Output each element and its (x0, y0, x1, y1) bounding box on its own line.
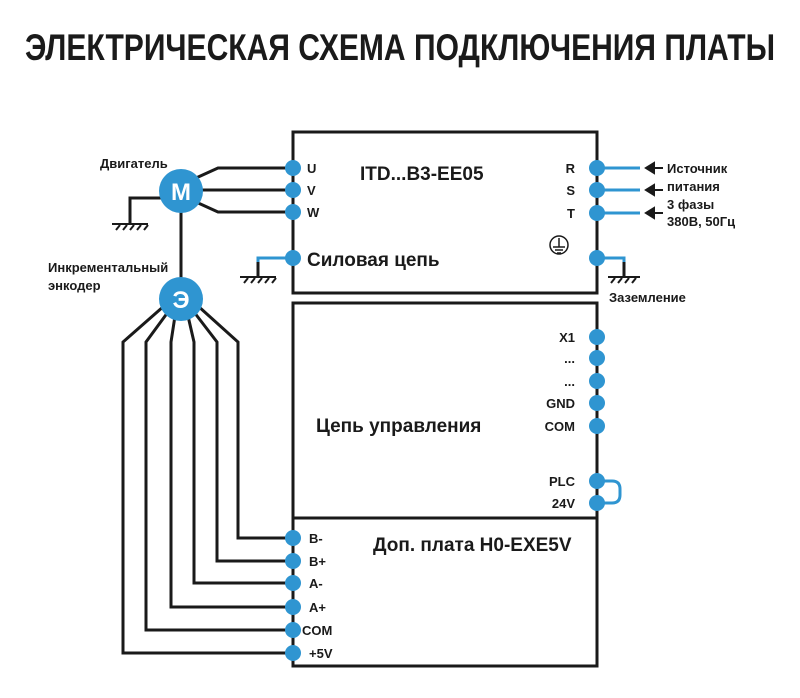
pin-control (589, 329, 605, 345)
pin-option-board (285, 645, 301, 661)
pin-option-board (285, 530, 301, 546)
pin-w (285, 204, 301, 220)
motor-label: Двигатель (100, 156, 168, 171)
protective-earth-icon (549, 235, 569, 255)
wire-a-plus (169, 315, 293, 609)
motor-symbol: М (171, 179, 191, 206)
pin-control (589, 350, 605, 366)
control-block-title: Цепь управления (316, 416, 481, 437)
pin-option-board (285, 553, 301, 569)
plc-24v-jumper (597, 479, 622, 505)
wire-b-plus (192, 311, 293, 563)
option-board-title: Доп. плата H0-EXE5V (373, 535, 572, 556)
pin-label-u: U (307, 161, 316, 176)
arrow-icon (644, 161, 663, 220)
encoder-icon (159, 277, 203, 321)
pin-s (589, 182, 605, 198)
pin-label: +5V (309, 646, 333, 661)
pin-earth (589, 250, 605, 266)
power-circuit-label: Силовая цепь (307, 250, 440, 271)
pin-label-t: T (567, 206, 575, 221)
wire-plus5v (121, 304, 293, 655)
pin-label: GND (546, 396, 575, 411)
wire-b-minus (196, 304, 293, 540)
supply-label-3: 3 фазы (667, 197, 714, 212)
pin-control (589, 373, 605, 389)
diagram-title: ЭЛЕКТРИЧЕСКАЯ СХЕМА ПОДКЛЮЧЕНИЯ ПЛАТЫ (25, 27, 775, 68)
pin-label: B- (309, 531, 323, 546)
encoder-label-line2: энкодер (48, 278, 101, 293)
ground-icon (608, 276, 640, 284)
pin-control (589, 418, 605, 434)
pin-u (285, 160, 301, 176)
ground-label: Заземление (609, 290, 686, 305)
pin-label: X1 (559, 330, 575, 345)
pin-label: PLC (549, 474, 576, 489)
wire-com (144, 311, 293, 632)
pin-label: COM (545, 419, 575, 434)
pin-control (589, 473, 605, 489)
option-board-block (291, 516, 599, 668)
pin-label: ... (564, 374, 575, 389)
pin-r (589, 160, 605, 176)
pin-label: COM (302, 623, 332, 638)
pin-label: B+ (309, 554, 326, 569)
ground-icon (112, 223, 149, 231)
pin-control (589, 495, 605, 511)
pin-label-r: R (566, 161, 576, 176)
wire-w (195, 200, 293, 214)
pin-label: ... (564, 351, 575, 366)
supply-label-2: питания (667, 179, 720, 194)
supply-label-1: Источник (667, 161, 728, 176)
power-block-title: ITD...B3-EE05 (360, 164, 484, 185)
wire-u (195, 166, 293, 180)
ground-icon (240, 276, 277, 284)
pin-v (285, 182, 301, 198)
wire-a-minus (186, 315, 293, 585)
pin-control (589, 395, 605, 411)
motor-icon (159, 169, 203, 213)
supply-label-4: 380В, 50Гц (667, 214, 735, 229)
pin-t (589, 205, 605, 221)
encoder-label-line1: Инкрементальный (48, 260, 168, 275)
motor-ground-wire (128, 196, 162, 224)
pin-option-board (285, 622, 301, 638)
pin-option-board (285, 575, 301, 591)
pin-label-v: V (307, 183, 316, 198)
pin-power-ground (285, 250, 301, 266)
pin-label: A- (309, 576, 323, 591)
encoder-symbol: Э (172, 287, 189, 314)
pin-label: A+ (309, 600, 326, 615)
pin-label: 24V (552, 496, 575, 511)
pin-label-s: S (566, 183, 575, 198)
pin-label-w: W (307, 205, 320, 220)
pin-option-board (285, 599, 301, 615)
